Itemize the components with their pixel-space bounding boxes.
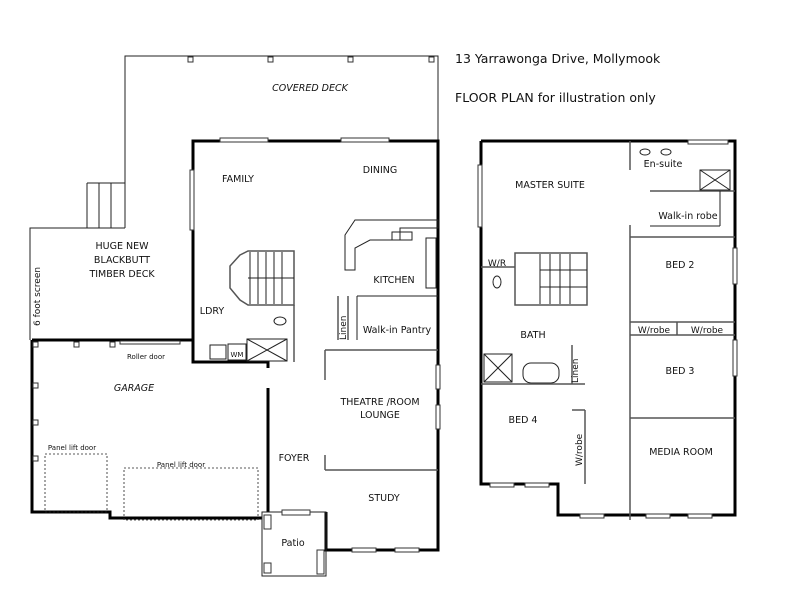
toilet [273,316,287,326]
label-panel-door-1: Panel lift door [48,444,96,452]
window [394,547,420,553]
deck-post [347,56,354,63]
upper-staircase [514,252,588,306]
label-covered-deck: COVERED DECK [272,83,349,94]
label-wrobe-a: W/robe [638,326,671,336]
label-media-room: MEDIA ROOM [649,447,713,458]
label-wrobe-c: W/robe [575,433,585,466]
label-foyer: FOYER [279,453,310,464]
upper-floor [477,139,738,520]
window [351,547,377,553]
label-bed3: BED 3 [666,366,695,377]
ensuite-shower [699,169,731,191]
window [732,247,738,285]
label-panel-door-2: Panel lift door [157,461,205,469]
window [687,139,729,145]
staircase [229,250,295,306]
label-theatre-2: LOUNGE [360,410,400,421]
label-linen: Linen [339,316,349,340]
label-bed4: BED 4 [509,415,538,426]
window [477,164,483,228]
covered-deck-outline [124,55,439,228]
deck-post [187,56,194,63]
main-house-wall [191,139,440,545]
window [579,513,605,519]
roller-door [119,340,181,345]
bath-shower [483,353,513,383]
window [687,513,713,519]
deck-post [267,56,274,63]
washing-machine [227,343,247,361]
window [732,339,738,377]
window [489,482,515,488]
panel-lift-door-2 [123,467,259,521]
label-pantry: Walk-in Pantry [363,325,432,336]
label-walkin-robe: Walk-in robe [658,211,717,222]
shower [246,338,288,362]
deck-post [428,56,435,63]
label-patio: Patio [281,538,304,549]
window [340,137,390,143]
entry-door [281,509,311,516]
panel-lift-door-1 [44,453,108,513]
upper-floor-wall [479,139,737,517]
bathtub [522,362,560,384]
property-address: 13 Yarrawonga Drive, Mollymook [455,51,661,66]
garage-wall [30,340,262,520]
label-dining: DINING [363,165,398,176]
label-wr: W/R [488,259,506,269]
window [435,364,441,390]
label-roller-door: Roller door [127,353,165,361]
window [189,169,195,231]
laundry-tub [209,344,227,360]
label-study: STUDY [368,493,400,504]
label-laundry: LDRY [200,306,225,317]
window [524,482,550,488]
label-garage: GARAGE [114,383,154,394]
timber-deck-outline [29,227,125,340]
window [219,137,269,143]
label-timber-deck-2: BLACKBUTT [94,255,150,266]
label-kitchen: KITCHEN [373,275,414,286]
label-timber-deck-3: TIMBER DECK [88,269,155,280]
window [435,404,441,430]
kitchen-island [344,219,439,271]
label-wrobe-b: W/robe [691,326,724,336]
label-ensuite: En-suite [644,159,683,170]
fridge [425,237,437,289]
label-timber-deck-1: HUGE NEW [96,241,150,252]
sink [391,231,413,241]
stair-treads [248,252,294,304]
label-master-suite: MASTER SUITE [515,180,585,191]
label-bath: BATH [520,330,545,341]
label-bed2: BED 2 [666,260,695,271]
window [645,513,671,519]
plan-subtitle: FLOOR PLAN for illustration only [455,90,656,105]
label-theatre-1: THEATRE /ROOM [339,397,419,408]
label-family: FAMILY [222,174,254,185]
label-screen: 6 foot screen [33,267,43,326]
label-washing-machine: WM [231,351,244,359]
ground-floor [29,55,441,577]
label-upper-linen: Linen [571,359,581,383]
